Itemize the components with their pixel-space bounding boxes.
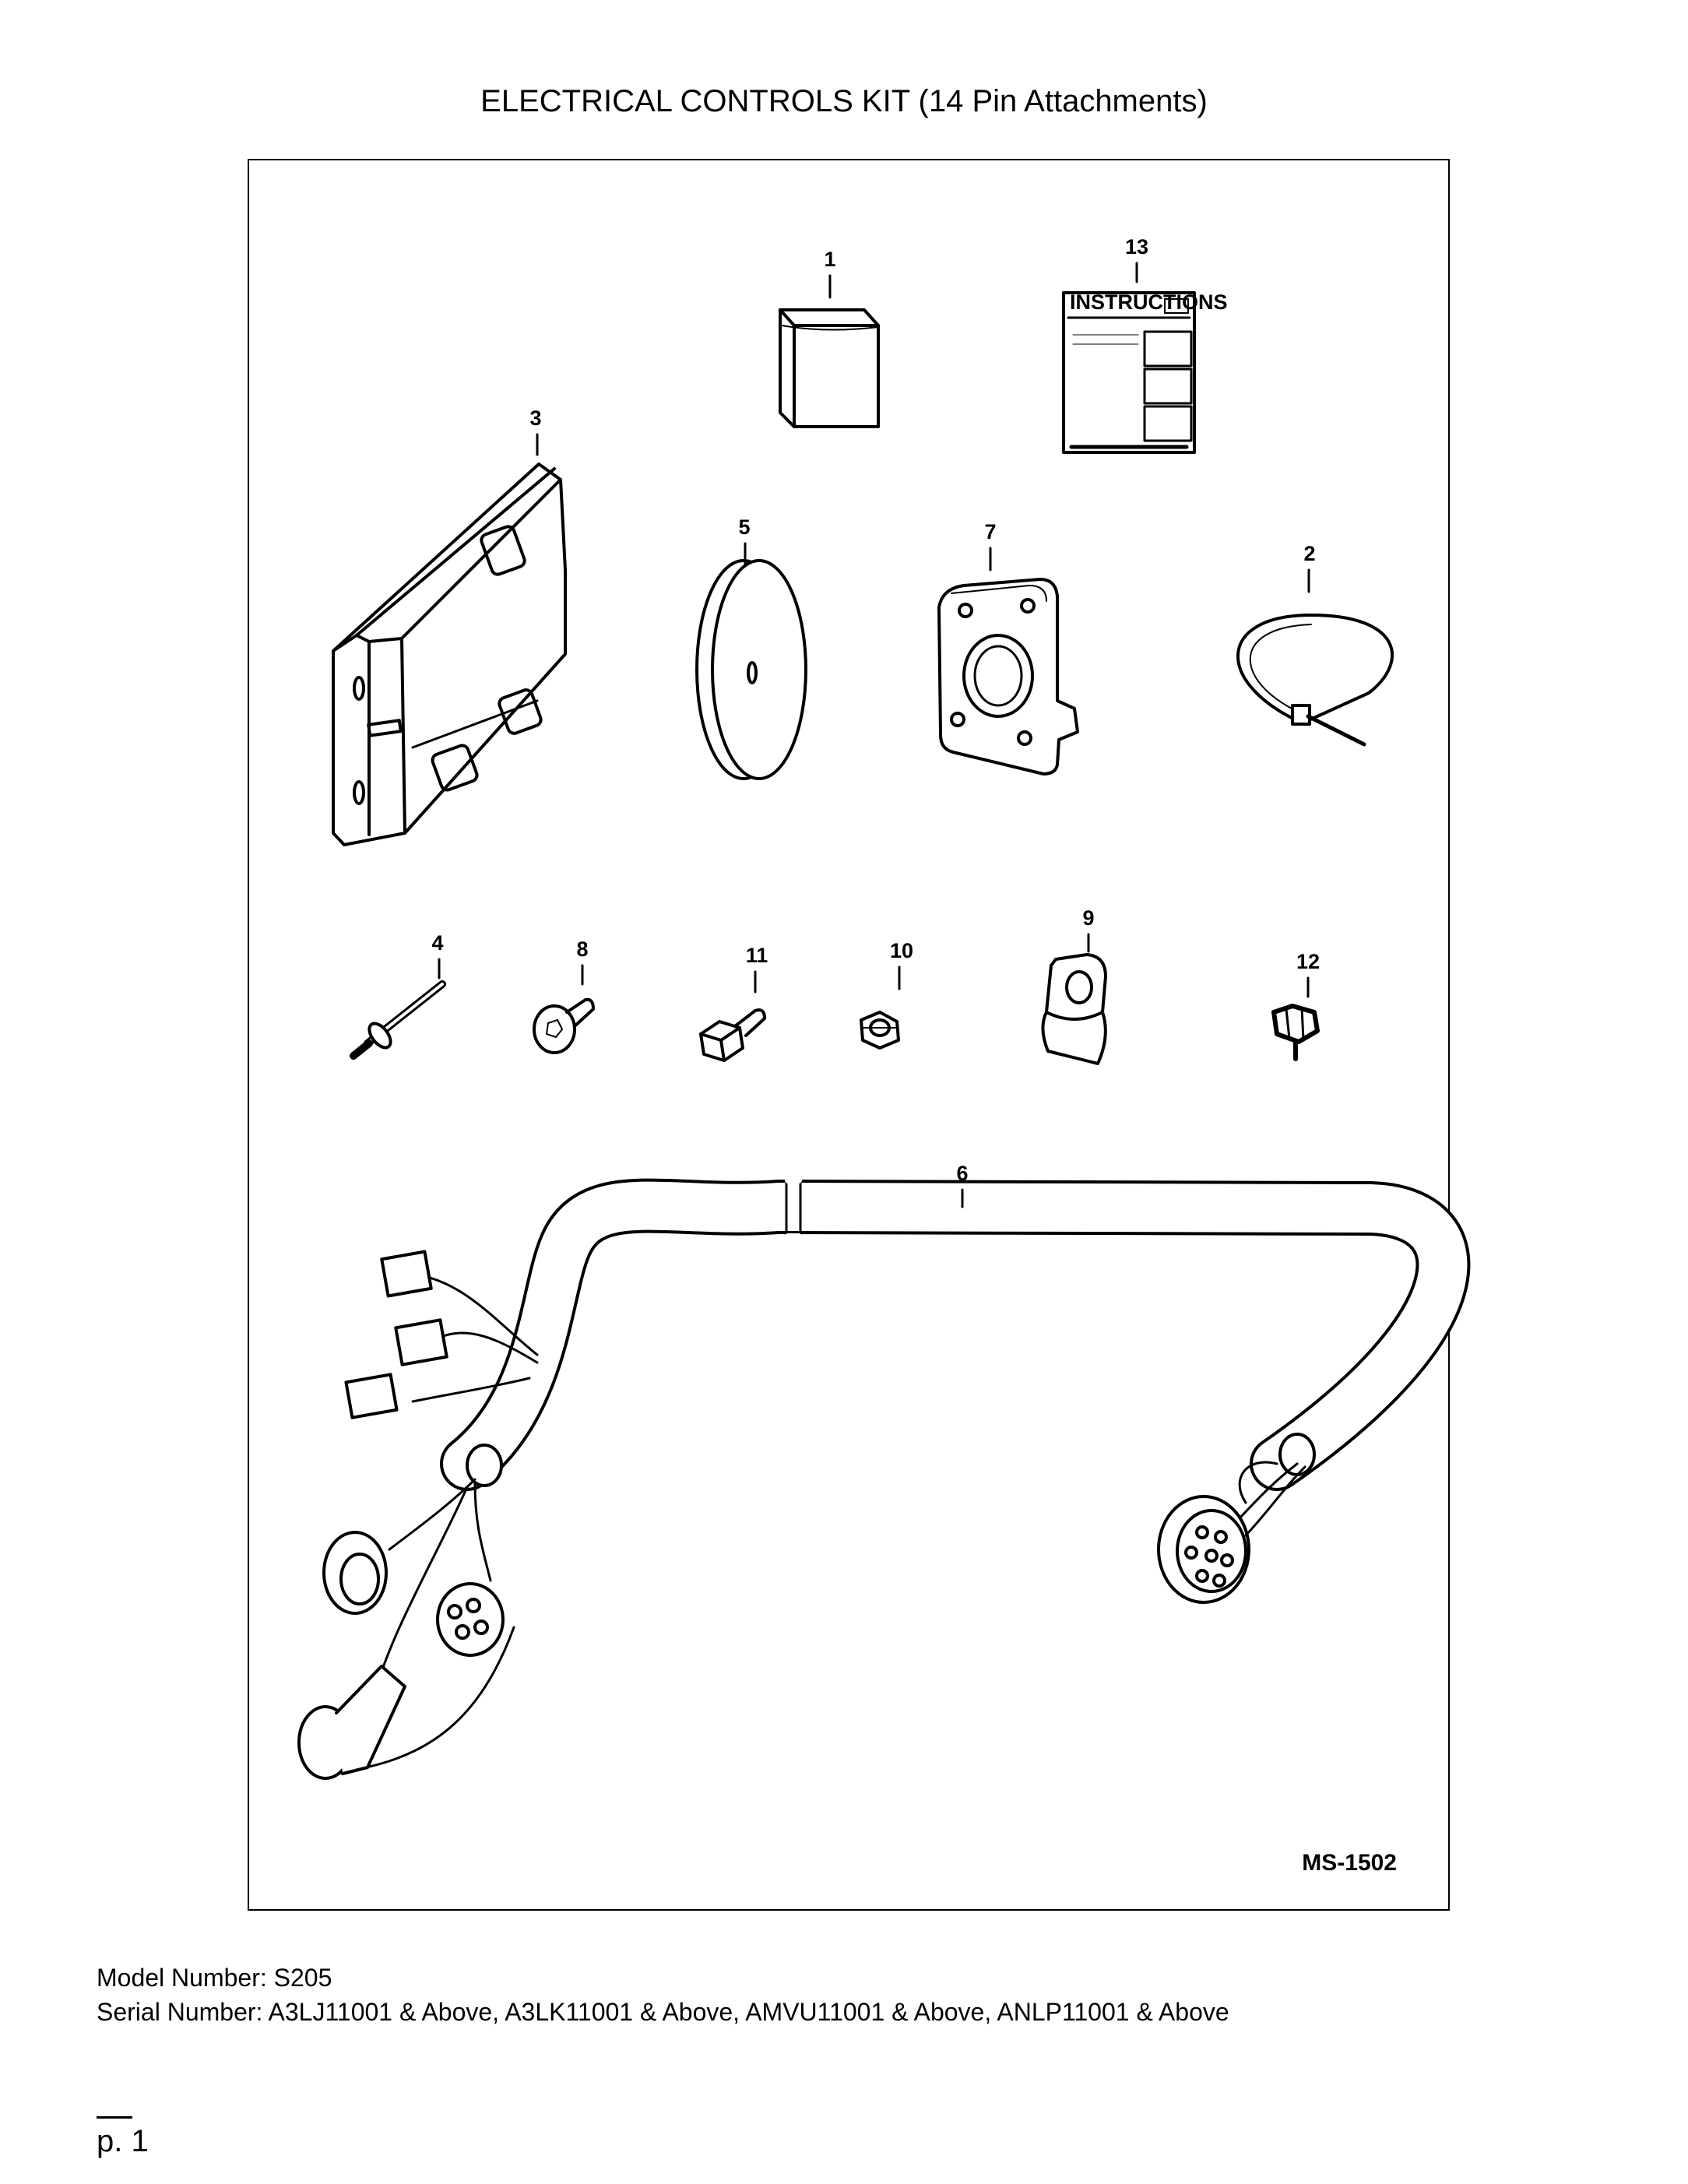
serial-number: Serial Number: A3LJ11001 & Above, A3LK11…	[97, 1998, 1229, 2026]
part-11-hex-bolt	[699, 1008, 766, 1062]
callout-12: 12	[1296, 950, 1320, 973]
part-10-nut	[860, 1011, 900, 1050]
callout-1: 1	[824, 248, 835, 271]
leader-lines	[438, 262, 1310, 1208]
part-4-pin	[350, 980, 446, 1060]
callout-13: 13	[1125, 235, 1148, 258]
callout-5: 5	[738, 515, 750, 539]
instructions-label: INSTRUCTIONS	[1070, 290, 1228, 314]
callout-2: 2	[1303, 542, 1315, 565]
callout-10: 10	[890, 939, 913, 962]
model-number: Model Number: S205	[97, 1964, 332, 1992]
part-12-push-fastener	[1271, 1004, 1320, 1061]
part-5-disk	[695, 559, 807, 780]
page-dash	[97, 2116, 132, 2119]
callout-3: 3	[529, 406, 541, 430]
part-9-clamp	[1041, 953, 1107, 1065]
page-number: p. 1	[97, 2124, 149, 2158]
part-7-mounting-plate	[937, 578, 1079, 775]
callout-numbers: 1 2 3 4 5 6 7 8 9 10 11 12 13 MS-1502	[431, 235, 1397, 1876]
page-title: ELECTRICAL CONTROLS KIT (14 Pin Attachme…	[480, 84, 1208, 118]
part-2-cable-tie	[1236, 614, 1394, 747]
callout-8: 8	[576, 937, 588, 961]
part-3-control-panel	[332, 462, 567, 846]
callout-7: 7	[984, 520, 996, 543]
diagram-frame	[248, 159, 1450, 1911]
callout-9: 9	[1082, 906, 1094, 930]
callout-11: 11	[746, 944, 768, 967]
diagram-code: MS-1502	[1302, 1850, 1397, 1876]
part-1-relay	[779, 308, 880, 428]
part-13-instructions	[1062, 291, 1196, 454]
part-6-wiring-harness	[297, 1177, 1471, 1780]
callout-4: 4	[431, 931, 443, 955]
part-8-cap-screw	[533, 997, 595, 1054]
callout-6: 6	[956, 1162, 968, 1185]
